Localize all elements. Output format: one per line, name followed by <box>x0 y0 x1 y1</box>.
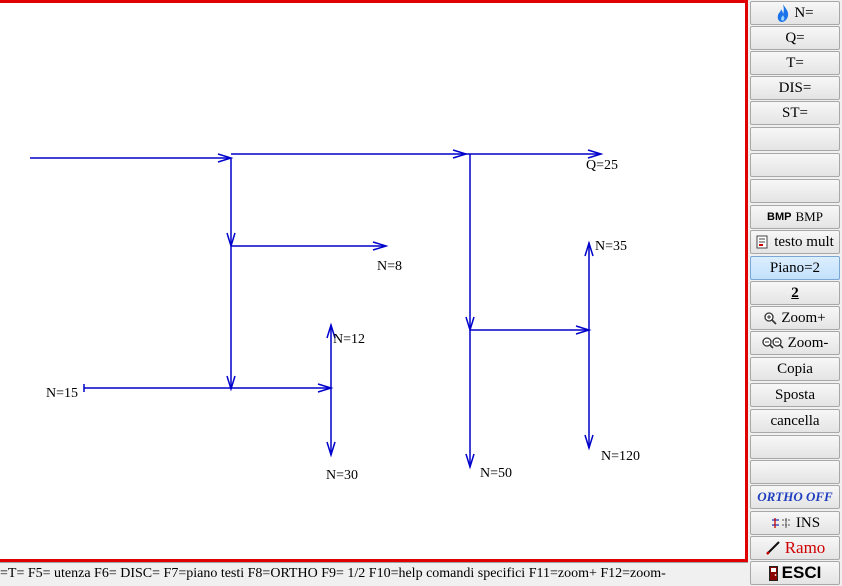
flow-arrow <box>452 149 469 159</box>
piano-button[interactable]: Piano=2 <box>750 256 840 280</box>
bmp-bold-label: BMP <box>767 211 792 223</box>
esci-button[interactable]: ESCI <box>750 561 840 585</box>
testo-mult-label: testo mult <box>774 233 834 250</box>
q-button-label: Q= <box>785 29 805 46</box>
flame-icon <box>776 3 790 23</box>
flow-arrow <box>326 322 336 339</box>
exit-icon <box>768 565 778 581</box>
drawing-canvas[interactable]: Q=25 N=8 N=35 N=12 N=15 N=30 N=50 N=120 <box>0 0 748 562</box>
zoom-out-icon <box>761 336 784 350</box>
empty-button-3[interactable] <box>750 179 840 203</box>
function-key-help-bar: =T= F5= utenza F6= DISC= F7=piano testi … <box>0 562 748 586</box>
ortho-label: ORTHO OFF <box>757 489 833 504</box>
ins-button[interactable]: INS <box>750 511 840 535</box>
sposta-button[interactable]: Sposta <box>750 383 840 407</box>
copia-button[interactable]: Copia <box>750 357 840 381</box>
insert-node-icon <box>770 517 792 529</box>
ortho-toggle-button[interactable]: ORTHO OFF <box>750 485 840 509</box>
label-n8[interactable]: N=8 <box>377 259 402 274</box>
ins-label: INS <box>795 514 821 531</box>
dis-button-label: DIS= <box>778 79 812 96</box>
bmp-button[interactable]: BMP BMP <box>750 205 840 229</box>
function-key-help-text: =T= F5= utenza F6= DISC= F7=piano testi … <box>0 566 666 581</box>
st-button[interactable]: ST= <box>750 101 840 125</box>
piano-label: Piano=2 <box>769 259 821 276</box>
label-n35[interactable]: N=35 <box>595 239 627 254</box>
label-q25[interactable]: Q=25 <box>586 158 618 173</box>
copia-label: Copia <box>777 360 813 377</box>
ramo-button[interactable]: Ramo <box>750 536 840 560</box>
pencil-icon <box>765 540 781 556</box>
flow-arrow <box>584 240 594 257</box>
empty-button-2[interactable] <box>750 153 840 177</box>
ramo-label: Ramo <box>784 538 826 557</box>
st-button-label: ST= <box>782 104 808 121</box>
command-panel: N= Q= T= DIS= ST= BMP BMP testo mult Pia… <box>748 0 842 586</box>
flow-arrow <box>226 375 236 392</box>
label-n50[interactable]: N=50 <box>480 466 512 481</box>
empty-button-4[interactable] <box>750 435 840 459</box>
dis-button[interactable]: DIS= <box>750 76 840 100</box>
label-n15[interactable]: N=15 <box>46 386 78 401</box>
t-button[interactable]: T= <box>750 51 840 75</box>
sposta-label: Sposta <box>774 386 815 403</box>
label-n30[interactable]: N=30 <box>326 468 358 483</box>
testo-mult-button[interactable]: testo mult <box>750 230 840 254</box>
q-button[interactable]: Q= <box>750 26 840 50</box>
zoom-out-label: Zoom- <box>787 334 829 351</box>
label-n12[interactable]: N=12 <box>333 332 365 347</box>
flow-arrow <box>465 453 475 470</box>
text-document-icon <box>756 235 770 249</box>
zoom-in-label: Zoom+ <box>781 309 826 326</box>
n-button-label: N= <box>794 4 814 21</box>
cancella-label: cancella <box>770 412 820 429</box>
network-diagram[interactable]: Q=25 N=8 N=35 N=12 N=15 N=30 N=50 N=120 <box>0 3 745 562</box>
flow-arrow <box>587 149 604 159</box>
zoom-in-button[interactable]: Zoom+ <box>750 306 840 330</box>
empty-button-1[interactable] <box>750 127 840 151</box>
n-button[interactable]: N= <box>750 1 840 25</box>
label-n120[interactable]: N=120 <box>601 449 640 464</box>
pipe-lines <box>30 149 604 470</box>
esci-label: ESCI <box>781 563 822 582</box>
bmp-label: BMP <box>795 209 823 224</box>
flow-arrow <box>584 434 594 451</box>
zoom-in-icon <box>764 311 777 325</box>
cancella-button[interactable]: cancella <box>750 409 840 433</box>
empty-button-5[interactable] <box>750 460 840 484</box>
flow-arrow <box>326 441 336 458</box>
zoom-out-button[interactable]: Zoom- <box>750 331 840 355</box>
half-label: 2 <box>791 284 799 301</box>
flow-arrow <box>372 241 389 251</box>
half-button[interactable]: 2 <box>750 281 840 305</box>
t-button-label: T= <box>786 54 804 71</box>
